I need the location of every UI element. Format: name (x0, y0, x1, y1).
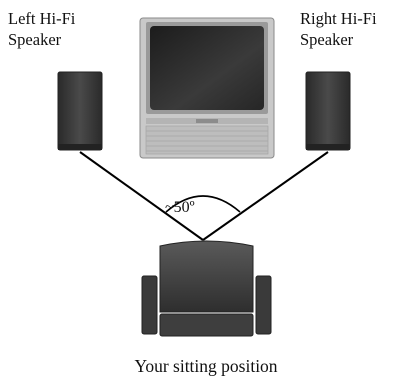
television (139, 17, 275, 159)
right-speaker-label: Right Hi-Fi Speaker (300, 9, 377, 49)
chair-right-arm (255, 275, 272, 335)
right-speaker (305, 71, 351, 151)
chair-left-arm (141, 275, 158, 335)
chair (141, 240, 272, 337)
sitting-position-label: Your sitting position (134, 356, 278, 376)
left-speaker (57, 71, 103, 151)
angle-arc (165, 195, 241, 213)
chair-seat (159, 313, 254, 337)
left-speaker-label: Left Hi-Fi Speaker (8, 9, 76, 49)
listening-lines (79, 151, 329, 241)
tv-screen (150, 26, 264, 110)
chair-back (159, 240, 254, 313)
angle-label: ~50º (165, 199, 195, 216)
